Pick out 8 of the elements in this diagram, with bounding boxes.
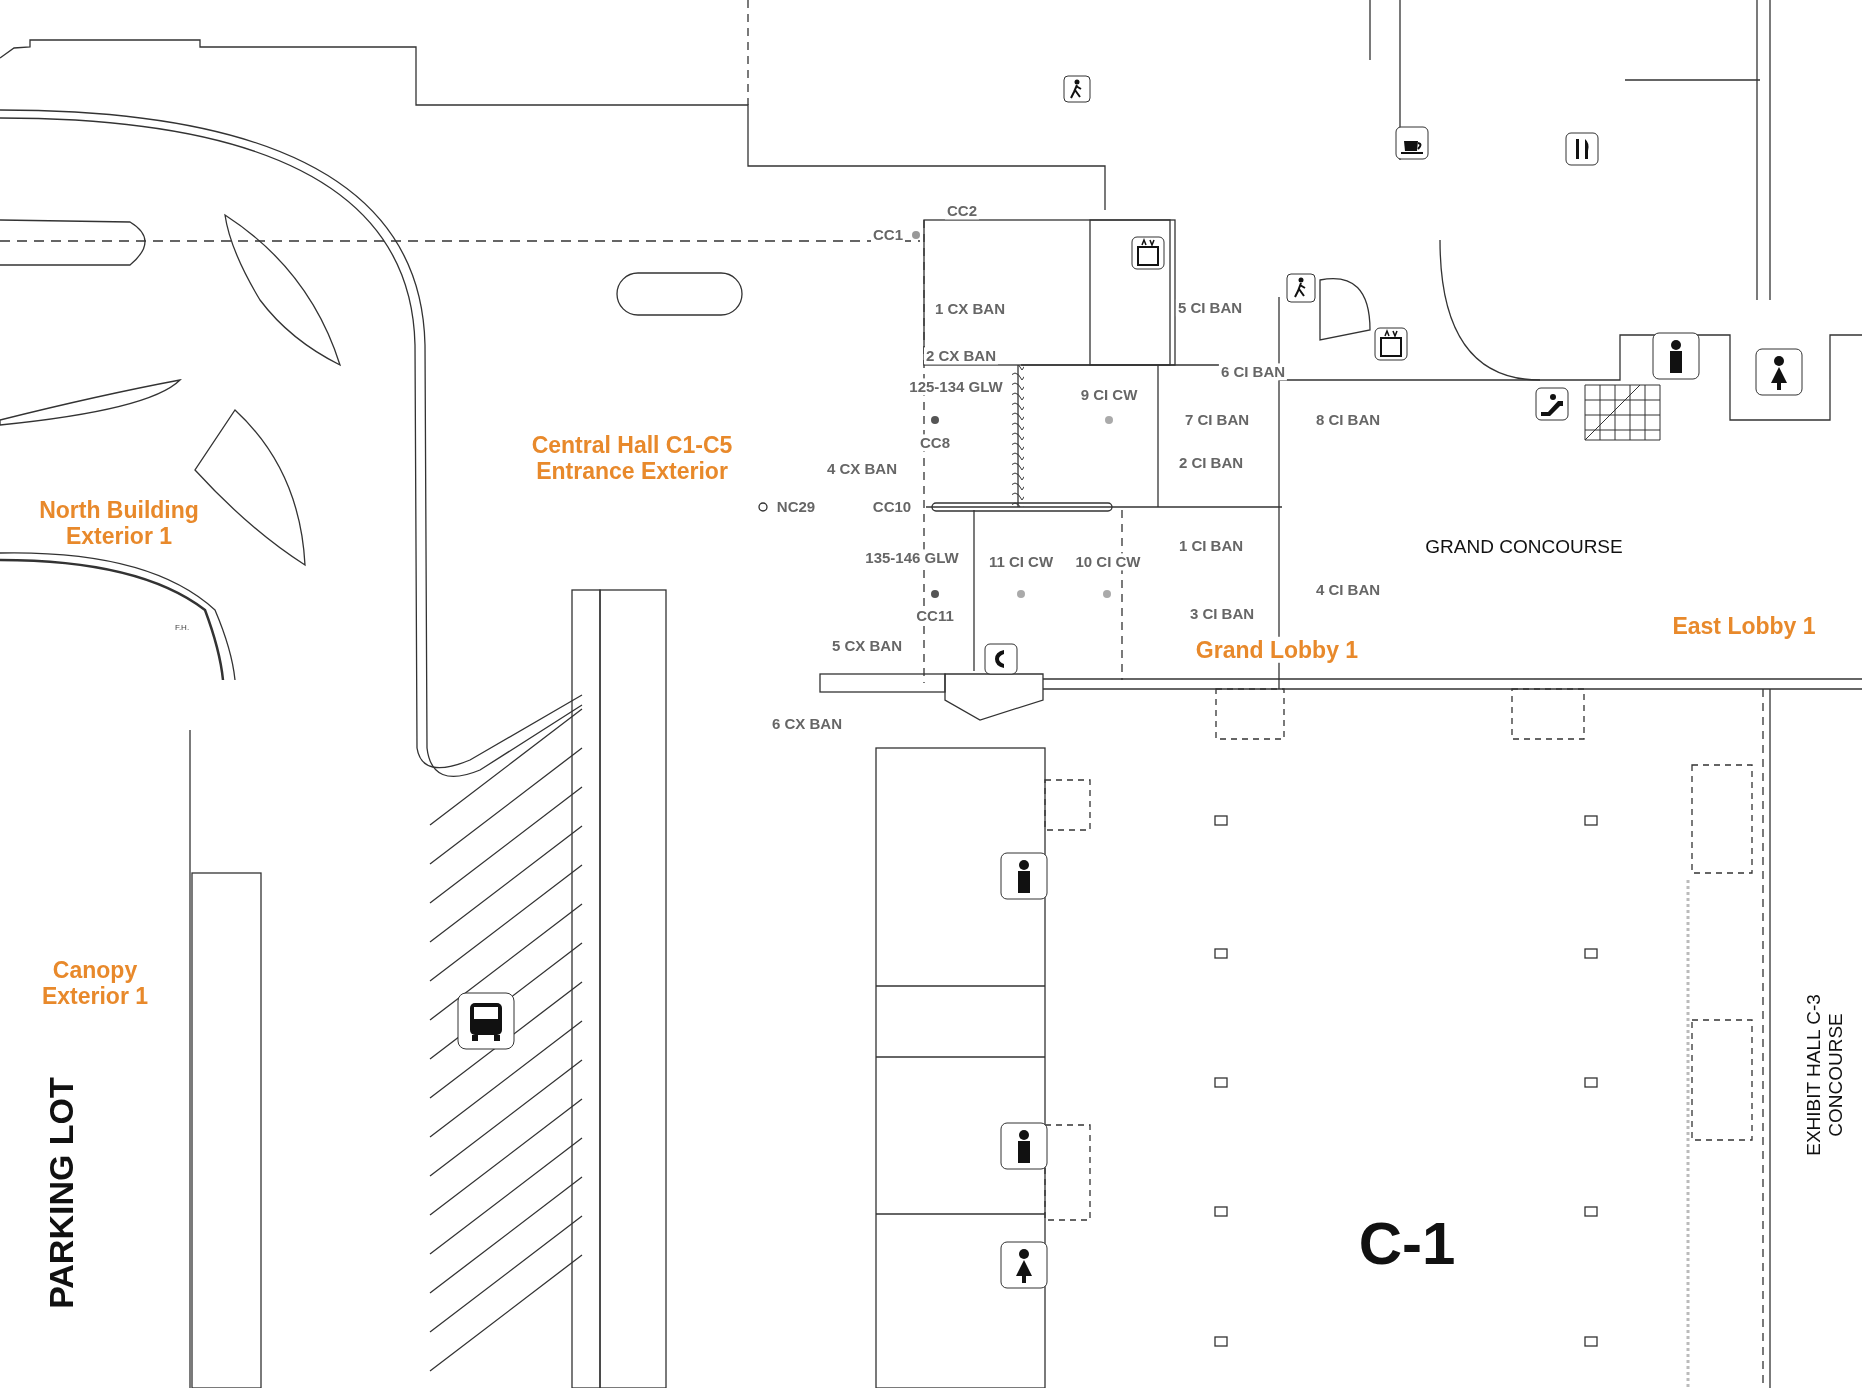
booth-code: 6 CI BAN: [1218, 363, 1288, 381]
booth-code: 10 CI CW: [1073, 553, 1143, 571]
grid-label: CC8: [918, 434, 952, 452]
area-label: Grand Lobby 1: [1193, 636, 1361, 664]
hydrant-note: F.H.: [172, 623, 192, 633]
booth-code: 125-134 GLW: [907, 378, 1005, 396]
booth-code: 135-146 GLW: [863, 549, 961, 567]
booth-code: 2 CX BAN: [924, 347, 998, 365]
